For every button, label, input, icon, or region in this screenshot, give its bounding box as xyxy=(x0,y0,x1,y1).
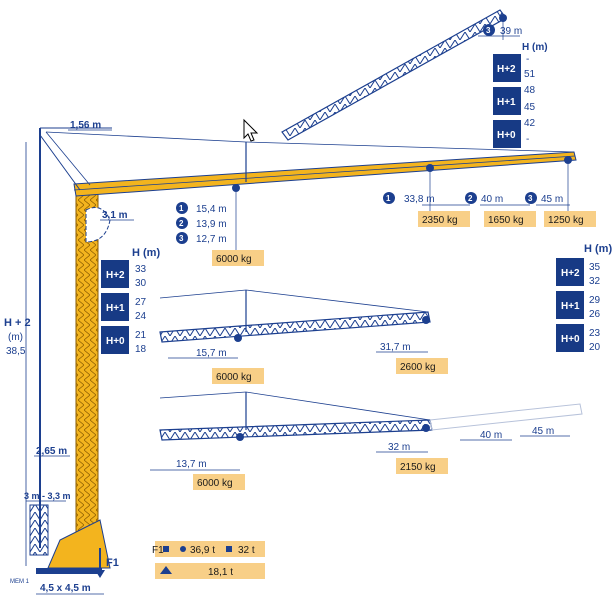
mast-tie xyxy=(39,127,112,548)
bot-near-load: 6000 kg xyxy=(197,478,233,489)
dim-ballast: 3 m - 3,3 m xyxy=(24,491,71,501)
config-b-header: H (m) xyxy=(584,243,612,255)
config-b-val-0b: 32 xyxy=(589,276,601,287)
radius-num-1: 1 xyxy=(179,204,184,213)
mid-near-dist: 15,7 m xyxy=(196,348,227,359)
height-tag-boxes xyxy=(101,54,584,354)
config-a-tag-1: H+1 xyxy=(106,303,125,314)
config-a-val-1a: 27 xyxy=(135,297,147,308)
tip-load-3: 1250 kg xyxy=(548,215,584,226)
tip-num-3: 3 xyxy=(528,194,533,203)
weights-f1-a: 36,9 t xyxy=(190,545,215,556)
tip-dist-2: 40 m xyxy=(481,194,503,205)
mem-label: MEM 1 xyxy=(10,579,30,585)
bot-far-load: 2150 kg xyxy=(400,462,436,473)
mouse-cursor-icon xyxy=(243,118,259,142)
crane-mast xyxy=(75,189,99,561)
config-a-tag-0: H+2 xyxy=(106,270,125,281)
tip-dist-1: 33,8 m xyxy=(404,194,435,205)
ballast-square-icon xyxy=(163,546,169,552)
luffed-dist: 39 m xyxy=(500,26,522,37)
bot-near-dist: 13,7 m xyxy=(176,459,207,470)
luffed-tag-0: H+2 xyxy=(497,64,516,75)
config-b-val-0a: 35 xyxy=(589,262,601,273)
config-a-val-2b: 18 xyxy=(135,344,147,355)
config-b-tag-2: H+0 xyxy=(561,334,580,345)
tip-load-2: 1650 kg xyxy=(488,215,524,226)
middle-jib xyxy=(159,289,431,343)
bottom-jib xyxy=(159,391,583,441)
config-b-tag-1: H+1 xyxy=(561,301,580,312)
dimension-lines xyxy=(25,35,570,595)
bot-far-dist: 32 m xyxy=(388,442,410,453)
luffed-tag-2: H+0 xyxy=(497,130,516,141)
dim-inner: 3,1 m xyxy=(102,210,128,221)
dim-base: 4,5 x 4,5 m xyxy=(40,583,91,594)
config-a-val-2a: 21 xyxy=(135,330,147,341)
config-b-val-1b: 26 xyxy=(589,309,601,320)
tip-load-1: 2350 kg xyxy=(422,215,458,226)
luffed-val-0a: 51 xyxy=(524,69,536,80)
config-a-tag-2: H+0 xyxy=(106,336,125,347)
bot-ext-2: 45 m xyxy=(532,426,554,437)
radius-num-3: 3 xyxy=(179,234,184,243)
tip-num-1: 1 xyxy=(386,194,391,203)
bot-ext-1: 40 m xyxy=(480,430,502,441)
config-a-val-0a: 33 xyxy=(135,264,147,275)
luffed-dash-top: - xyxy=(526,54,529,65)
config-b-tag-0: H+2 xyxy=(561,268,580,279)
luffed-jib xyxy=(281,9,507,141)
height-unit: (m) xyxy=(8,332,23,343)
f1-arrow-label: F1 xyxy=(106,557,119,569)
radius-1: 15,4 m xyxy=(196,204,227,215)
luffed-val-0b: 48 xyxy=(524,85,536,96)
config-b-val-2b: 20 xyxy=(589,342,601,353)
counterweight-icon xyxy=(160,566,172,574)
config-b-val-1a: 29 xyxy=(589,295,601,306)
bullet-icon xyxy=(180,546,186,552)
main-jib xyxy=(45,131,577,250)
dim-mid: 2,65 m xyxy=(36,446,67,457)
tip-num-2: 2 xyxy=(468,194,473,203)
radius-3: 12,7 m xyxy=(196,234,227,245)
weights-f1-b: 32 t xyxy=(238,545,255,556)
crane-base xyxy=(29,504,111,578)
load-label-boxes xyxy=(155,211,596,579)
weights-ballast: 18,1 t xyxy=(208,567,233,578)
config-a-header: H (m) xyxy=(132,247,160,259)
luffed-val-1a: 45 xyxy=(524,102,536,113)
luffed-val-2a: - xyxy=(526,134,529,145)
load-a: 6000 kg xyxy=(216,254,252,265)
radius-2: 13,9 m xyxy=(196,219,227,230)
config-a-val-1b: 24 xyxy=(135,311,147,322)
dim-top: 1,56 m xyxy=(70,120,101,131)
radius-num-2: 2 xyxy=(179,219,184,228)
luffed-tag-1: H+1 xyxy=(497,97,516,108)
config-a-val-0b: 30 xyxy=(135,278,147,289)
luffed-val-1b: 42 xyxy=(524,118,536,129)
mid-near-load: 6000 kg xyxy=(216,372,252,383)
config-b-val-2a: 23 xyxy=(589,328,601,339)
height-title: H + 2 xyxy=(4,317,31,329)
weights-f1-label: F1 xyxy=(152,545,164,556)
mid-far-dist: 31,7 m xyxy=(380,342,411,353)
square-icon xyxy=(226,546,232,552)
luffed-header: H (m) xyxy=(522,42,548,53)
mid-far-load: 2600 kg xyxy=(400,362,436,373)
tip-dist-3: 45 m xyxy=(541,194,563,205)
luffed-num: 3 xyxy=(486,26,491,35)
number-badges xyxy=(176,24,537,244)
height-value: 38,5 xyxy=(6,346,26,357)
